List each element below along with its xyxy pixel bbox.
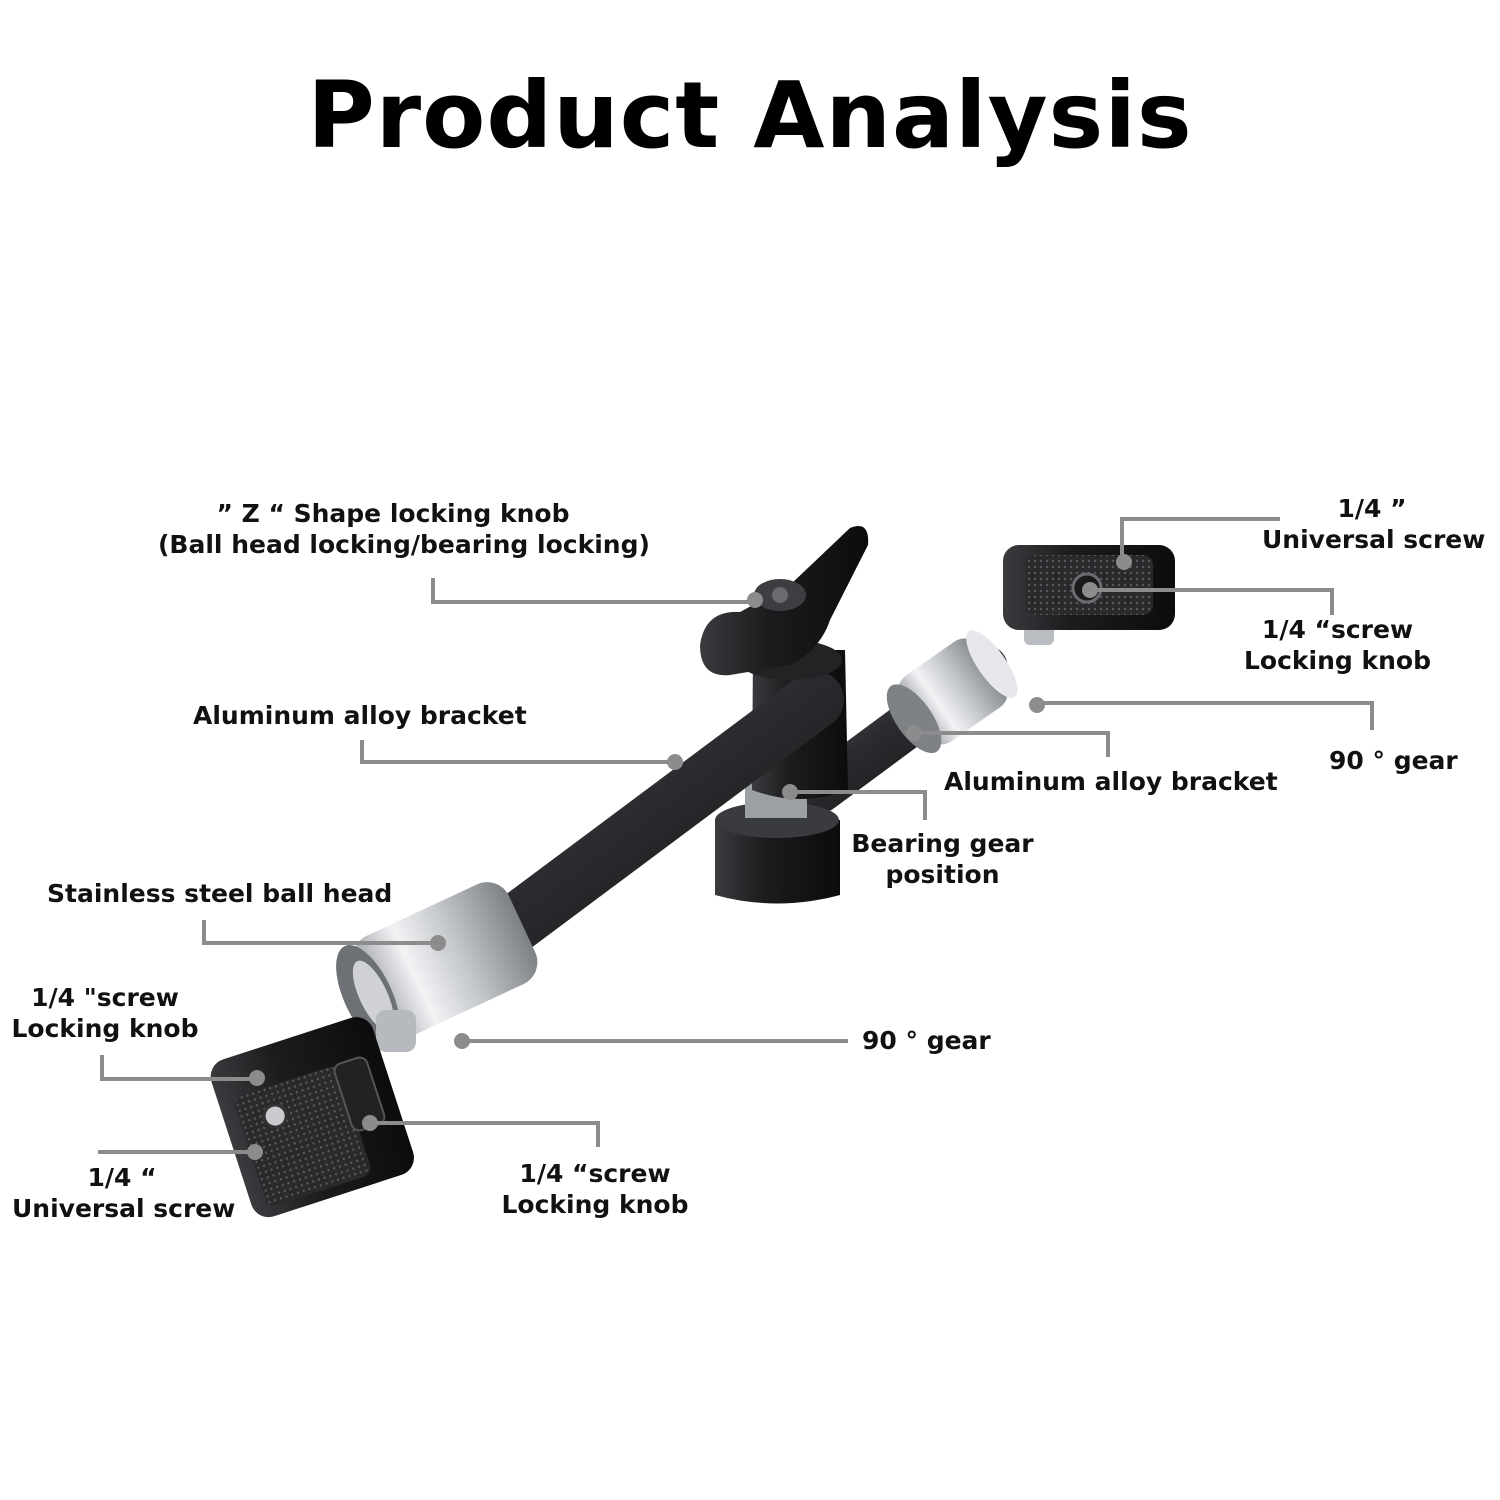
callout-top-right-knob: 1/4 “screw Locking knob xyxy=(1240,614,1435,676)
leader-z-knob xyxy=(431,578,758,604)
callout-bottom-knob: 1/4 “screw Locking knob xyxy=(500,1158,690,1220)
leader-top-right-screw xyxy=(1120,517,1280,562)
callout-top-right-knob-line2: Locking knob xyxy=(1243,646,1431,675)
leader-gear-top-right xyxy=(1040,701,1374,730)
leader-bottom-knob xyxy=(370,1121,600,1147)
callout-bottom-left-screw: 1/4 “ Universal screw xyxy=(12,1162,236,1224)
callout-top-right-knob-line1: 1/4 “screw xyxy=(1261,615,1414,644)
bottom-left-clamp xyxy=(210,1017,414,1218)
callout-bracket-right: Aluminum alloy bracket xyxy=(944,766,1278,797)
callout-top-right-screw-line2: Universal screw xyxy=(1262,525,1486,554)
callout-bottom-left-knob: 1/4 "screw Locking knob xyxy=(10,982,200,1044)
callout-top-right-screw-line1: 1/4 ” xyxy=(1337,494,1407,523)
callout-gear-bottom-line1: 90 ° gear xyxy=(862,1026,991,1055)
leader-bearing-gear xyxy=(790,790,927,820)
callout-bracket-right-line1: Aluminum alloy bracket xyxy=(944,767,1278,796)
callout-gear-top-right-line1: 90 ° gear xyxy=(1329,746,1458,775)
callout-z-knob-line1: ” Z “ Shape locking knob xyxy=(216,499,570,528)
callout-bottom-knob-line2: Locking knob xyxy=(501,1190,689,1219)
callout-bracket-left-line1: Aluminum alloy bracket xyxy=(193,701,527,730)
callout-bottom-left-screw-line1: 1/4 “ xyxy=(87,1163,157,1192)
callout-bottom-left-knob-line2: Locking knob xyxy=(11,1014,199,1043)
leader-bottom-left-knob xyxy=(100,1055,257,1081)
callout-gear-bottom: 90 ° gear xyxy=(862,1025,991,1056)
callout-z-knob: ” Z “ Shape locking knob (Ball head lock… xyxy=(158,498,650,560)
callout-gear-top-right: 90 ° gear xyxy=(1329,745,1458,776)
page-title: Product Analysis xyxy=(307,62,1193,169)
leader-lines xyxy=(98,517,1374,1160)
callout-bearing-gear: Bearing gear position xyxy=(850,828,1035,890)
callout-z-knob-line2: (Ball head locking/bearing locking) xyxy=(158,530,650,559)
callout-top-right-screw: 1/4 ” Universal screw xyxy=(1262,493,1486,555)
leader-ball-head xyxy=(202,920,438,945)
callout-ball-head-line1: Stainless steel ball head xyxy=(47,879,393,908)
callout-bottom-left-knob-line1: 1/4 "screw xyxy=(31,983,179,1012)
callout-bearing-gear-line1: Bearing gear xyxy=(851,829,1034,858)
z-knob xyxy=(700,526,869,680)
right-steel-collar xyxy=(886,630,1018,754)
leader-bracket-right xyxy=(915,731,1110,757)
leader-top-right-knob xyxy=(1090,588,1334,615)
callout-bottom-left-screw-line2: Universal screw xyxy=(12,1194,236,1223)
left-arm xyxy=(210,671,844,1218)
callout-bracket-left: Aluminum alloy bracket xyxy=(193,700,527,731)
callout-bottom-knob-line1: 1/4 “screw xyxy=(519,1159,671,1188)
leader-bracket-left xyxy=(360,740,675,764)
left-ball-stem xyxy=(376,1010,416,1052)
callout-ball-head: Stainless steel ball head xyxy=(47,878,392,909)
callout-bearing-gear-line2: position xyxy=(885,860,1000,889)
right-arm xyxy=(797,545,1175,813)
